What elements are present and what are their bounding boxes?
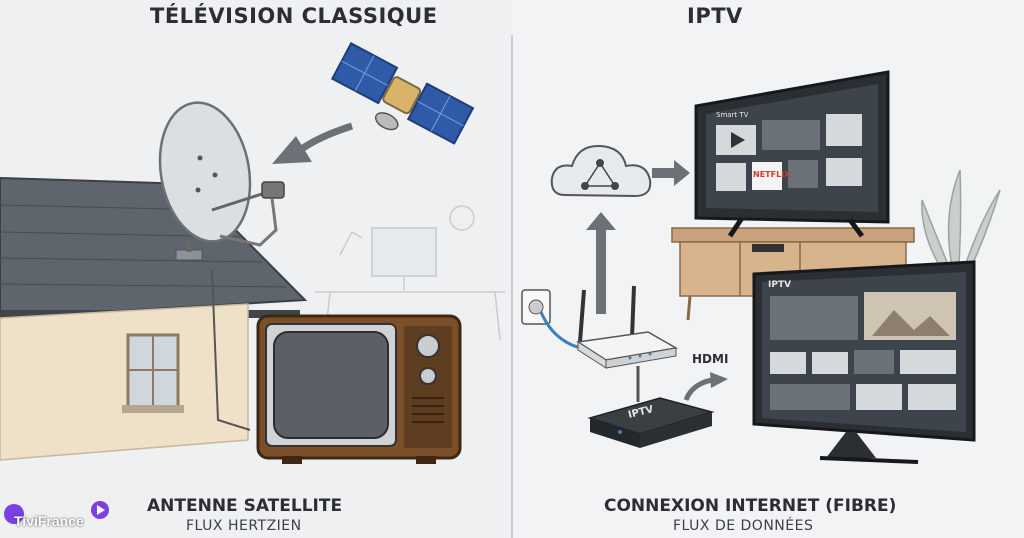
classic-tv-icon (256, 314, 462, 464)
house (0, 176, 308, 461)
satellite-icon (330, 42, 475, 145)
left-subcaption: FLUX HERTZIEN (186, 518, 302, 534)
signal-arrow (272, 122, 354, 164)
iptv-screen-label: IPTV (768, 280, 792, 290)
cloud-icon (550, 144, 652, 198)
logo-icon (4, 501, 109, 524)
netflix-label: NETFLIX (753, 170, 791, 179)
right-title: IPTV (687, 4, 743, 28)
cloud-to-tv-arrow (652, 160, 690, 186)
smart-tv-label: Smart TV (716, 111, 749, 119)
house-window (122, 333, 184, 413)
left-title: TÉLÉVISION CLASSIQUE (150, 4, 438, 28)
router-to-cloud-arrow (586, 212, 616, 314)
hdmi-arrow (683, 372, 728, 401)
router-icon (575, 285, 679, 369)
hdmi-label: HDMI (692, 352, 729, 366)
right-subcaption: FLUX DE DONNÉES (673, 518, 814, 534)
iptv-screen-icon (752, 260, 976, 464)
brand-logo-text: TiviFrance (14, 513, 84, 529)
satellite-dish-icon (158, 101, 285, 431)
right-caption: CONNEXION INTERNET (FIBRE) (604, 496, 897, 516)
left-caption: ANTENNE SATELLITE (147, 496, 343, 516)
smart-tv-icon (694, 70, 890, 238)
iptv-box-icon (587, 397, 715, 448)
